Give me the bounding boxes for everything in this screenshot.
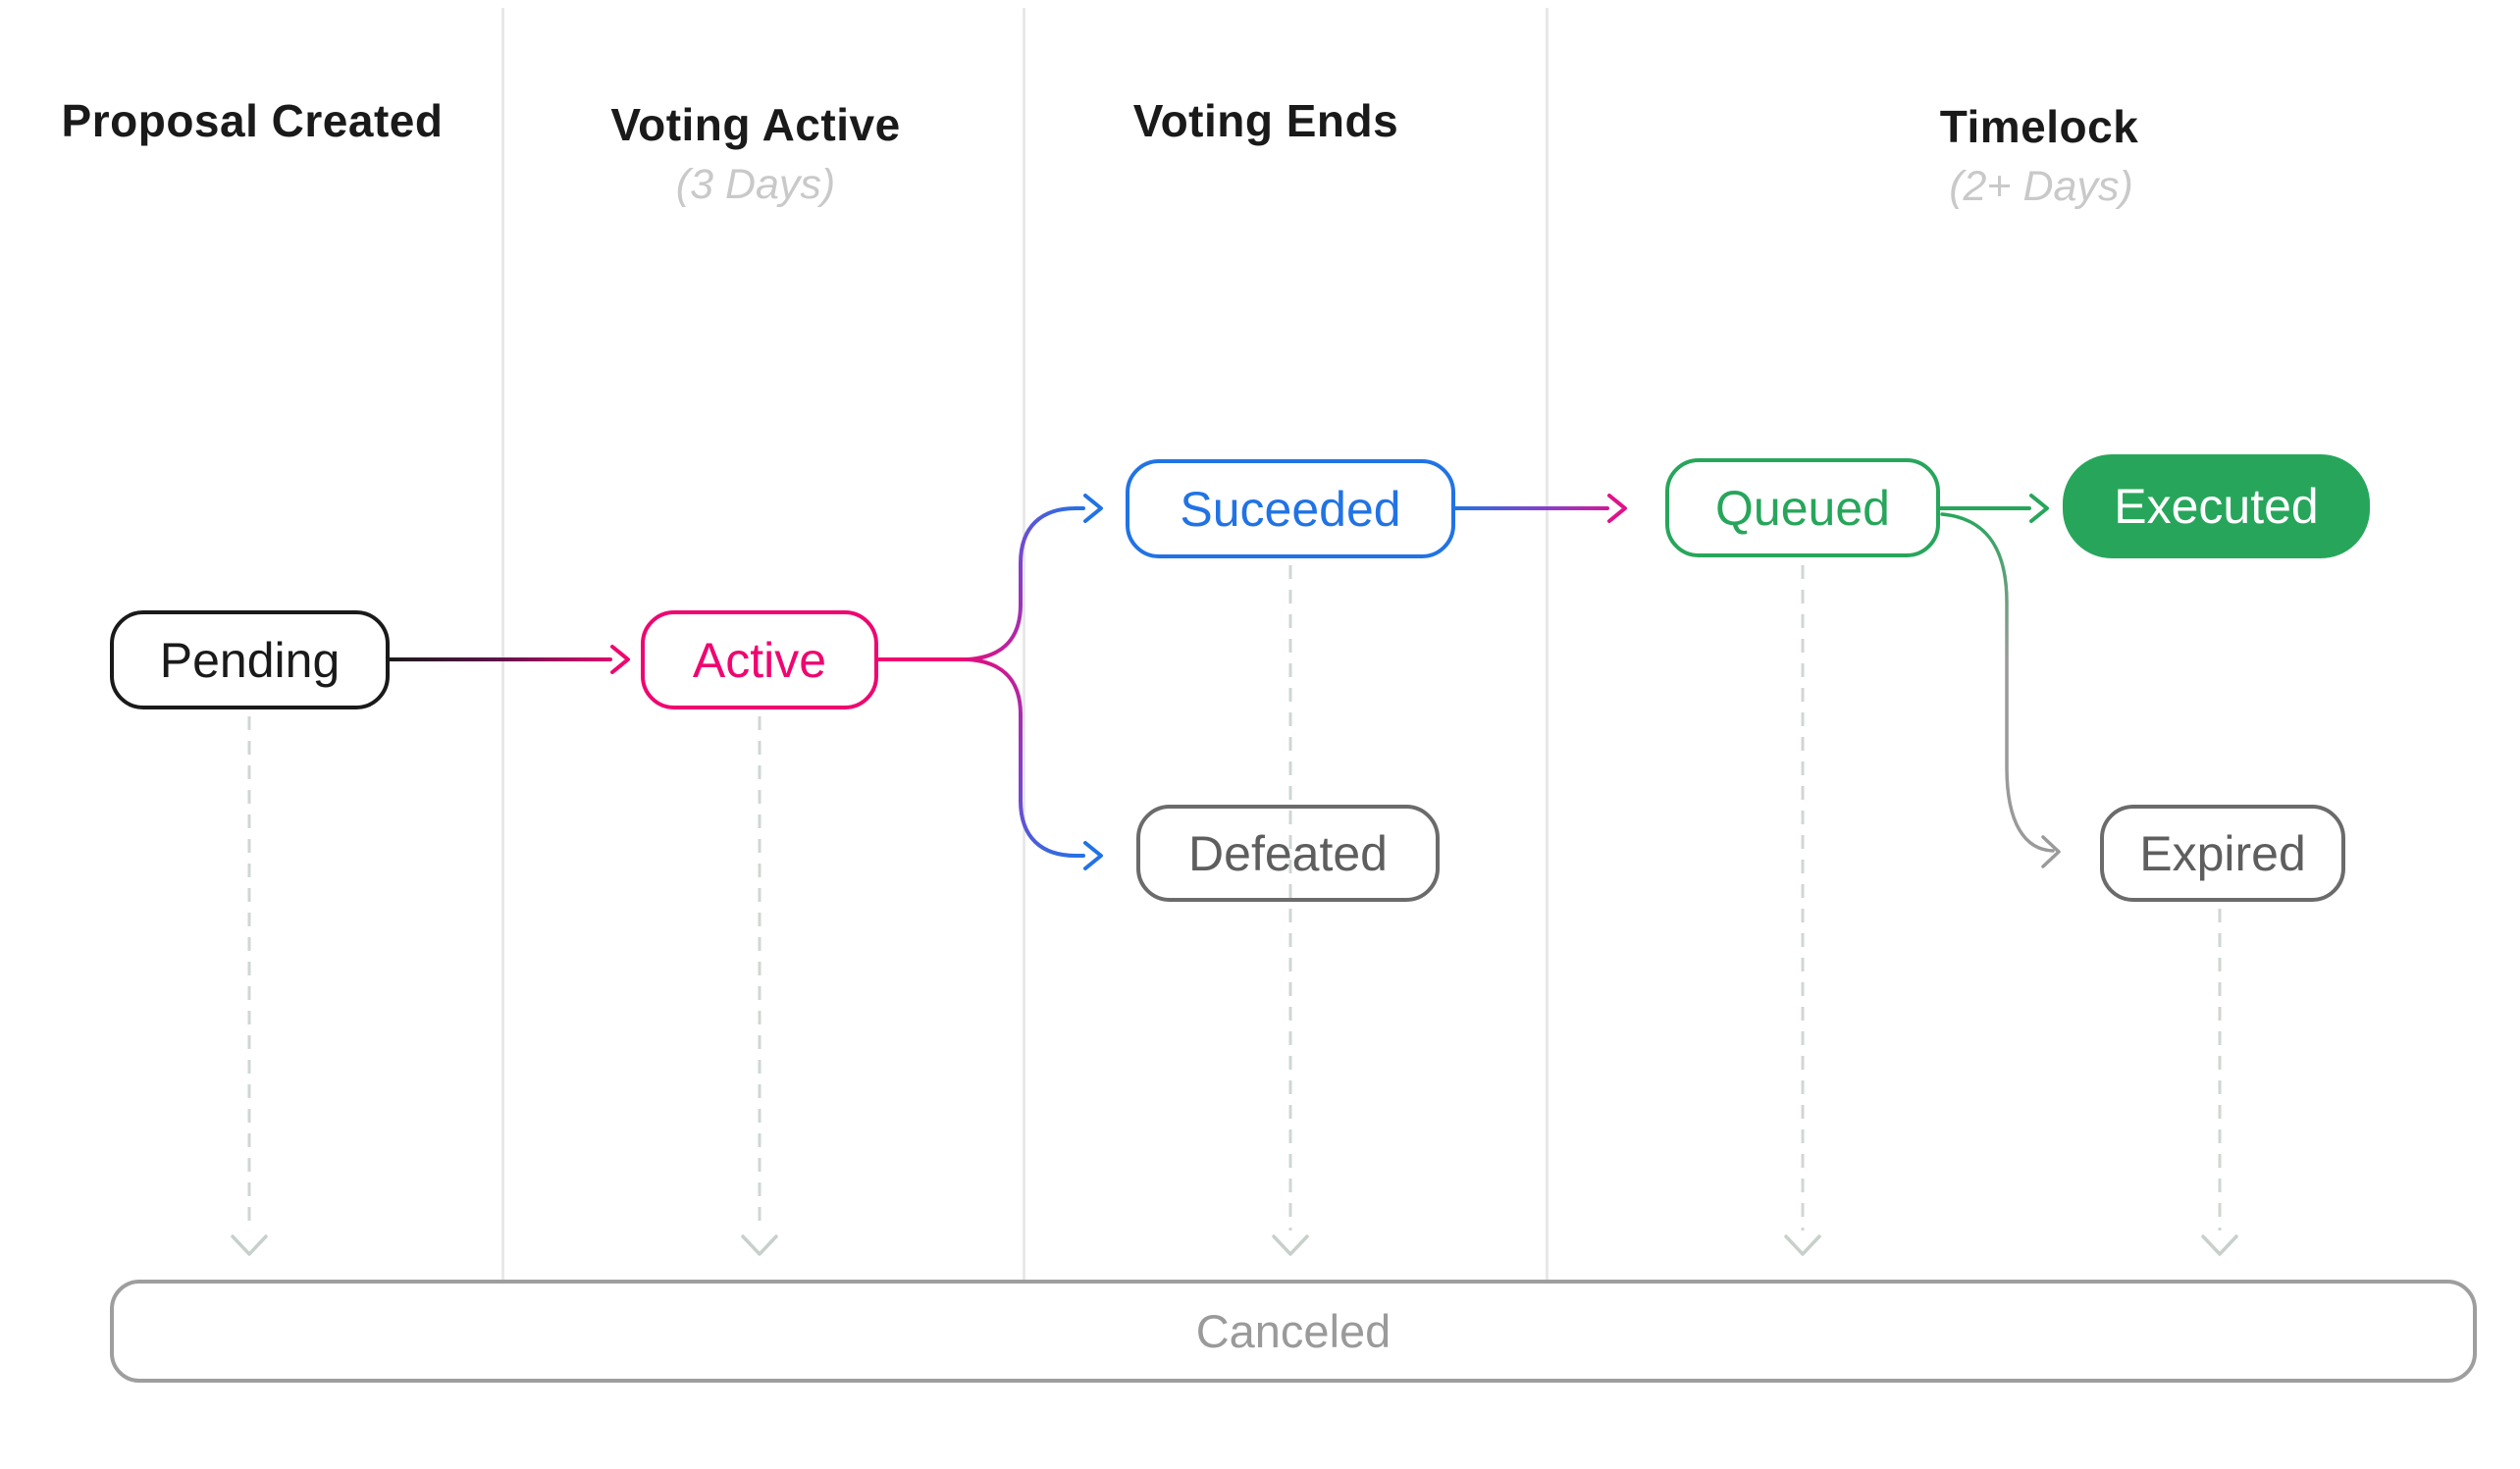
arrowhead-down-active: [741, 1234, 778, 1256]
arrowhead-down-expired: [2201, 1234, 2238, 1256]
node-executed: Executed: [2063, 454, 2370, 558]
node-active: Active: [641, 610, 878, 709]
cancel-path-arrowheads: [231, 1234, 2238, 1256]
column-separator-1: [501, 8, 504, 1280]
column-header-timelock: Timelock: [1939, 101, 2139, 152]
arrowhead-down-pending: [231, 1234, 268, 1256]
arrow-succeeded-to-queued: [1453, 494, 1627, 523]
column-header-voting-active: Voting Active: [610, 99, 901, 150]
node-queued: Queued: [1665, 458, 1940, 557]
arrow-active-fork: [876, 494, 1103, 870]
arrow-pending-to-active: [388, 645, 630, 674]
arrowhead-defeated: [1083, 841, 1103, 870]
arrowhead-down-succeeded: [1272, 1234, 1309, 1256]
node-pending: Pending: [110, 610, 390, 709]
arrow-active-to-succeeded: [966, 506, 1085, 661]
arrow-queued-to-executed: [1938, 494, 2049, 523]
column-header-voting-ends: Voting Ends: [1132, 95, 1399, 146]
column-separator-3: [1546, 8, 1549, 1280]
node-defeated: Defeated: [1136, 805, 1440, 902]
arrow-active-to-defeated: [966, 657, 1085, 858]
arrowhead-succeeded: [1083, 494, 1103, 523]
column-subheader-voting-active-duration: (3 Days): [675, 161, 836, 208]
arrowhead-down-queued: [1784, 1234, 1821, 1256]
node-canceled: Canceled: [110, 1280, 2477, 1383]
column-header-proposal-created: Proposal Created: [61, 95, 444, 146]
node-succeeded: Suceeded: [1126, 459, 1455, 558]
arrow-queued-to-expired: [1940, 512, 2061, 868]
column-subheader-timelock-duration: (2+ Days): [1949, 163, 2133, 210]
node-expired: Expired: [2100, 805, 2345, 902]
